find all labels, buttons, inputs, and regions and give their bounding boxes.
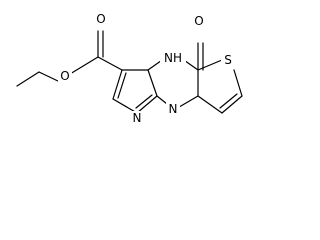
atom-label-nh: NH xyxy=(164,51,182,65)
atom-label-thiophene-sulfur: S xyxy=(224,53,232,67)
chemical-structure-diagram: O O O NH N N S xyxy=(16,12,243,125)
atom-label-pyrazole-nitrogen: N xyxy=(133,111,142,125)
bond-lines xyxy=(16,30,243,114)
atom-label-ester-carbonyl-oxygen: O xyxy=(96,12,105,26)
atom-label-ester-oxygen: O xyxy=(60,69,69,83)
atom-label-bridgehead-nitrogen: N xyxy=(169,102,178,116)
atom-label-carbonyl-oxygen: O xyxy=(194,14,203,28)
atom-labels: O O O NH N N S xyxy=(58,12,235,125)
